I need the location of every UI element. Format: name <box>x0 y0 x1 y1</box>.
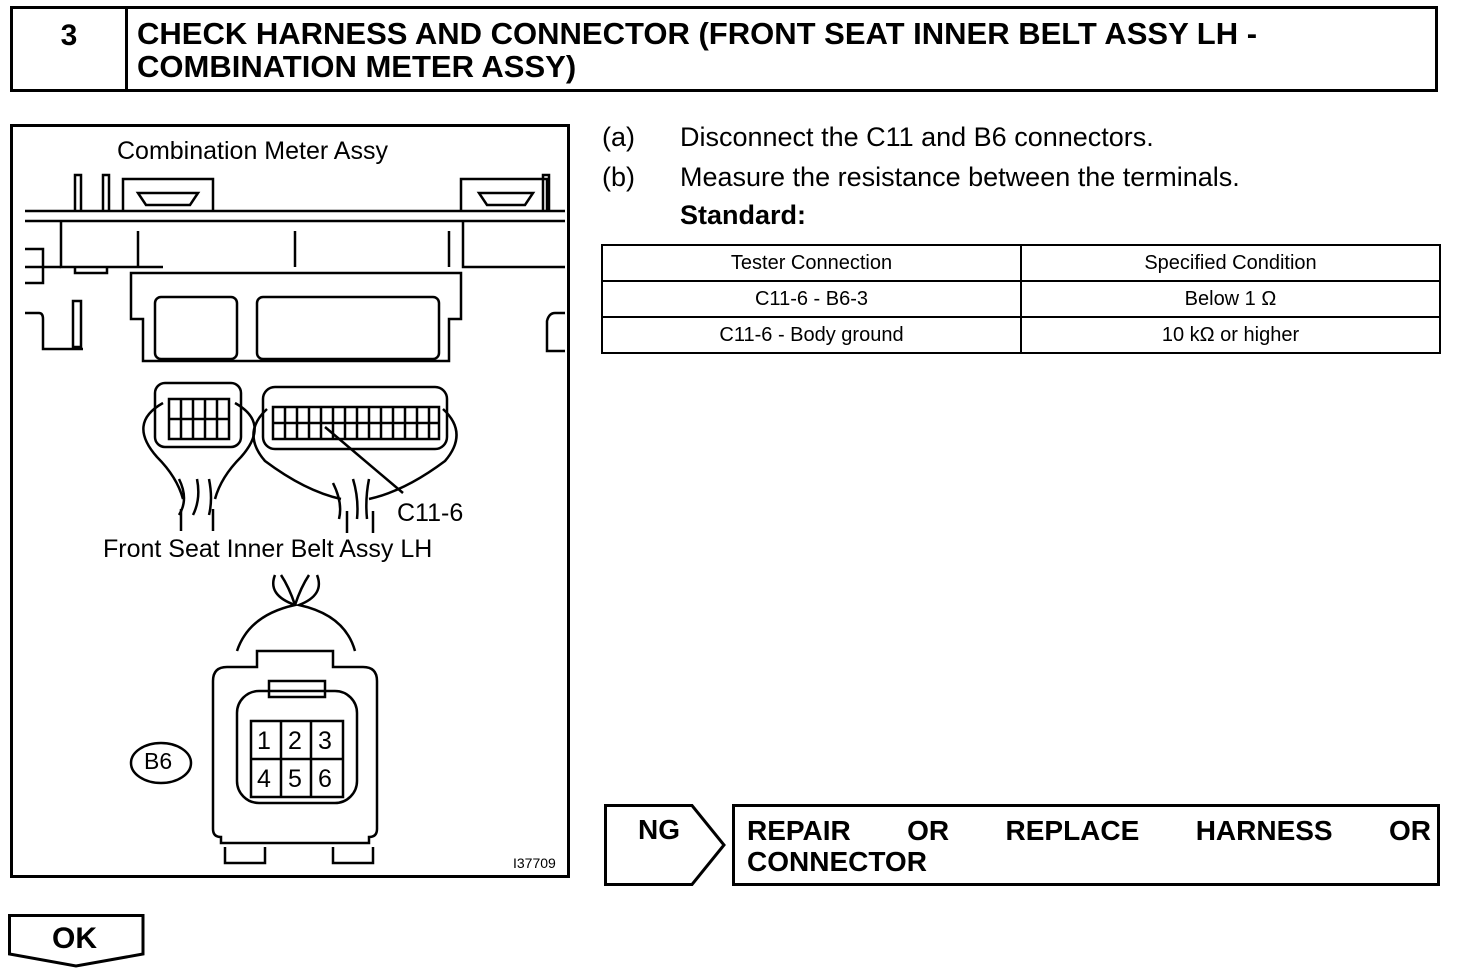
step-header: 3 CHECK HARNESS AND CONNECTOR (FRONT SEA… <box>10 6 1438 92</box>
step-a: (a) Disconnect the C11 and B6 connectors. <box>602 122 1154 153</box>
table-cell: C11-6 - Body ground <box>601 316 1022 354</box>
terminal-c11-6-label: C11-6 <box>397 499 464 527</box>
ng-label: NG <box>638 814 680 845</box>
ng-word: HARNESS <box>1195 815 1333 846</box>
ng-result-tag: NG <box>604 804 728 886</box>
pin-2: 2 <box>288 727 302 755</box>
belt-assy-label: Front Seat Inner Belt Assy LH <box>103 535 433 563</box>
figure-id: I37709 <box>513 855 556 871</box>
step-a-letter: (a) <box>602 122 635 152</box>
pin-6: 6 <box>318 765 332 793</box>
pin-1: 1 <box>257 727 271 755</box>
table-cell: C11-6 - B6-3 <box>601 280 1022 318</box>
table-row: C11-6 - Body ground 10 kΩ or higher <box>601 316 1441 354</box>
step-number: 3 <box>13 9 128 89</box>
pin-5: 5 <box>288 765 302 793</box>
table-header-row: Tester Connection Specified Condition <box>601 244 1441 282</box>
table-header: Specified Condition <box>1020 244 1441 282</box>
ok-label: OK <box>52 922 97 955</box>
ok-result-tag: OK <box>8 914 148 968</box>
ng-word: OR <box>907 815 950 846</box>
spec-table: Tester Connection Specified Condition C1… <box>601 244 1441 354</box>
table-cell: Below 1 Ω <box>1020 280 1441 318</box>
ng-action-box: REPAIR OR REPLACE HARNESS OR CONNECTOR <box>732 804 1440 886</box>
ng-word: REPLACE <box>1005 815 1140 846</box>
ng-action-line2: CONNECTOR <box>747 846 927 877</box>
ng-arrow-shape <box>604 804 726 886</box>
step-b: (b) Measure the resistance between the te… <box>602 162 1240 193</box>
table-header: Tester Connection <box>601 244 1022 282</box>
table-row: C11-6 - B6-3 Below 1 Ω <box>601 280 1441 318</box>
combination-meter-label: Combination Meter Assy <box>117 137 388 165</box>
table-cell: 10 kΩ or higher <box>1020 316 1441 354</box>
step-title: CHECK HARNESS AND CONNECTOR (FRONT SEAT … <box>137 16 1258 84</box>
pin-4: 4 <box>257 765 271 793</box>
pin-3: 3 <box>318 727 332 755</box>
ok-arrow-shape <box>8 914 145 968</box>
standard-label: Standard: <box>680 200 807 230</box>
ng-word: OR <box>1389 815 1431 846</box>
connector-drawing <box>25 173 565 865</box>
connector-illustration: Combination Meter Assy C11-6 Front Seat … <box>10 124 570 878</box>
step-b-text: Measure the resistance between the termi… <box>680 162 1240 192</box>
connector-b6-tag: B6 <box>144 748 173 774</box>
step-b-letter: (b) <box>602 162 635 192</box>
ng-action-line1: REPAIR OR REPLACE HARNESS OR <box>747 815 1431 846</box>
step-a-text: Disconnect the C11 and B6 connectors. <box>680 122 1154 152</box>
ng-word: REPAIR <box>747 815 851 846</box>
